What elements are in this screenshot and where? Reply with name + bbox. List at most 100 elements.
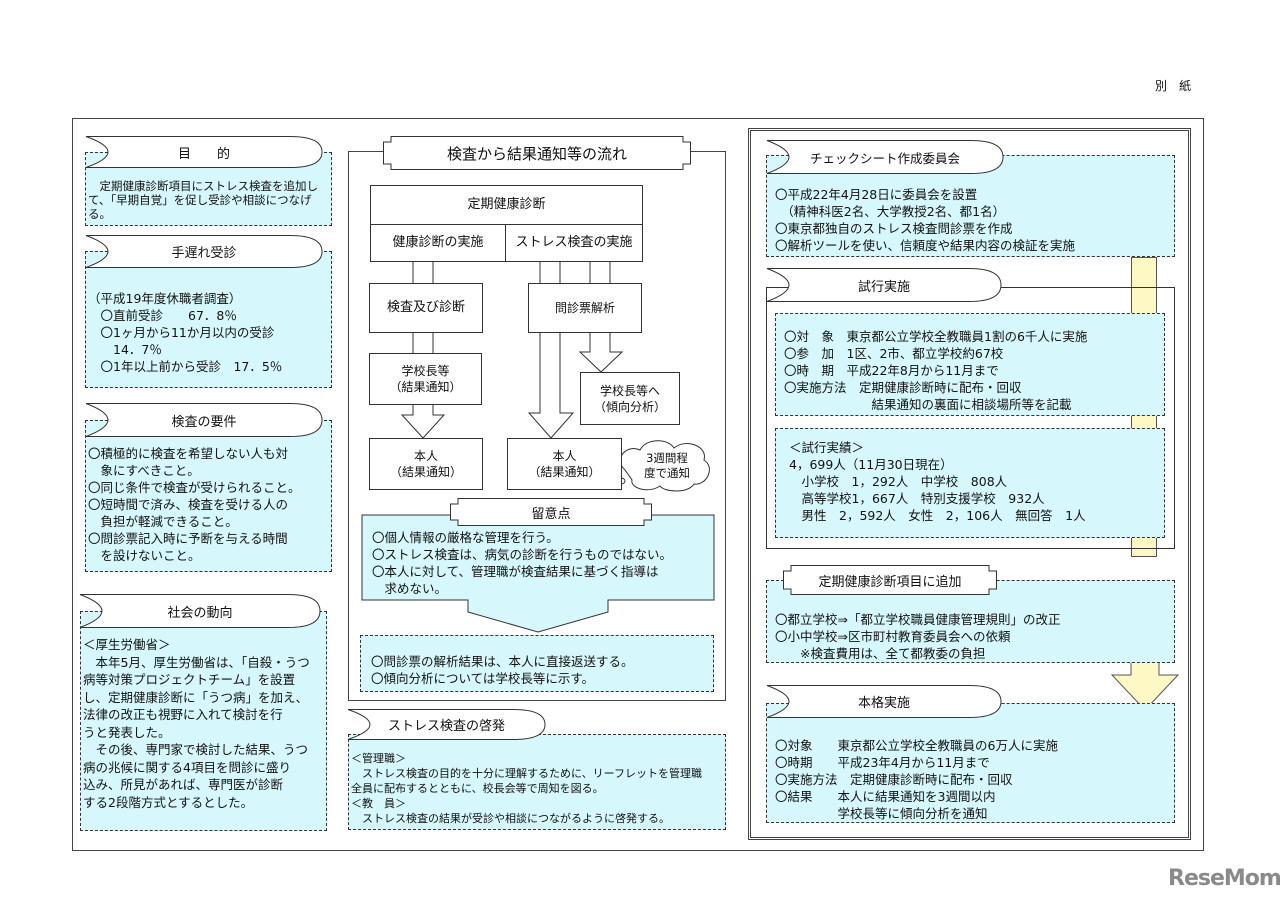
health-exam-label: 健康診断の実施 <box>392 235 484 250</box>
principal-label: 学校長等 <box>401 364 450 378</box>
purpose-title: 目 的 <box>177 146 230 162</box>
text-line: 〇1ヶ月から11か月以内の受診 <box>88 325 275 340</box>
text-line: を設けないこと。 <box>88 548 201 563</box>
text-line: 〇問診票の解析結果は、本人に直接返送する。 <box>371 654 634 669</box>
text-line: 〇東京都独自のストレス検査問診票を作成 <box>775 221 1013 236</box>
tab-shape <box>783 565 997 595</box>
text-line: ＜厚生労働省＞ <box>83 637 171 652</box>
text-block: 〇平成22年4月28日に委員会を設置 （精神科医2名、大学教授2名、都1名） 〇東… <box>775 186 1075 254</box>
text-block: （平成19年度休職者調査） 〇直前受診 67．8％ 〇1ヶ月から11か月以内の受… <box>88 290 282 375</box>
attachment-label: 別 紙 <box>1155 79 1192 93</box>
awareness-tab: ストレス検査の啓発 <box>347 709 546 740</box>
text-block: 〇対 象 東京都公立学校全教職員1割の6千人に実施〇参 加 1区、2市、都立学校… <box>784 328 1087 413</box>
text-block: 〇都立学校⇒「都立学校職員健康管理規則」の改正〇小中学校⇒区市町村教育委員会への… <box>775 611 1060 662</box>
self-result-box-2: 本人 （結果通知） <box>507 438 622 490</box>
requirements-tab: 検査の要件 <box>85 403 323 437</box>
tab-shape <box>347 709 546 740</box>
exam-diagnosis-label: 検査及び診断 <box>386 300 465 315</box>
text-line: 〇時 期 平成22年8月から11月まで <box>784 363 999 378</box>
trial-title: 試行実施 <box>857 279 910 295</box>
tab-shape <box>766 685 1002 718</box>
text-block: 〇対象 東京都公立学校全教職員の6万人に実施〇時期 平成23年4月から11月まで… <box>775 737 1058 822</box>
text-line: する2段階方式とするとした。 <box>83 794 254 810</box>
trial-tab: 試行実施 <box>766 268 1002 302</box>
resemom-logo: ReseMom <box>1168 866 1280 891</box>
tab-shape <box>383 136 691 170</box>
text-line: 〇実施方法 定期健康診断時に配布・回収 <box>775 772 1013 787</box>
tab-shape <box>85 403 323 437</box>
text-line: 〇個人情報の厳格な管理を行う。 <box>372 530 559 545</box>
text-line: ＜試行実績＞ <box>789 440 865 455</box>
self-result-box-1: 本人（結果通知） <box>369 438 483 490</box>
text-line: うと発表した。 <box>83 724 171 740</box>
text-block: 定期健康診断項目にストレス検査を追加して、「早期自覚」を促し受診や相談につなげる… <box>88 179 318 221</box>
text-line: 病等対策プロジェクトチーム」を設置 <box>83 672 296 687</box>
late-visit-title: 手遅れ受診 <box>171 246 237 261</box>
tab-shape <box>766 140 1004 174</box>
committee-tab: チェックシート作成委員会 <box>766 140 1004 174</box>
purpose-tab: 目 的 <box>85 136 323 168</box>
text-line: 〇対象 東京都公立学校全教職員の6万人に実施 <box>775 738 1058 753</box>
text-line: 〇本人に対して、管理職が検査結果に基づく指導は <box>372 564 659 579</box>
arrow-down-icon <box>400 405 446 439</box>
addition-tab: 定期健康診断項目に追加 <box>783 565 997 595</box>
trends-box: ＜厚生労働省＞ 本年5月、厚生労働省は、「自殺・うつ病等対策プロジェクトチーム」… <box>80 611 327 831</box>
late-visit-tab: 手遅れ受診 <box>85 235 323 268</box>
trends-title: 社会の動向 <box>167 605 233 621</box>
text-line: 〇参 加 1区、2市、都立学校約67校 <box>784 346 1004 361</box>
text-line: （精神科医2名、大学教授2名、都1名） <box>775 204 1006 219</box>
trial-plan-box: 〇対 象 東京都公立学校全教職員1割の6千人に実施〇参 加 1区、2市、都立学校… <box>775 313 1165 416</box>
principal-label: 学校長等へ <box>599 383 660 398</box>
questionnaire-box: 問診票解析 <box>528 283 642 333</box>
text-line: 本年5月、厚生労働省は、「自殺・うつ <box>83 654 310 670</box>
text-block: ＜厚生労働省＞ 本年5月、厚生労働省は、「自殺・うつ病等対策プロジェクトチーム」… <box>83 636 310 811</box>
text-block: 〇積極的に検査を希望しない人も対 象にすべきこと。〇同じ条件で検査が受けられるこ… <box>88 445 301 564</box>
text-line: その後、専門家で検討した結果、うつ <box>83 742 309 757</box>
tab-shape <box>79 594 321 628</box>
trial-results-box: ＜試行実績＞4，699人（11月30日現在） 小学校 1，292人 中学校 80… <box>775 428 1165 538</box>
text-line: 〇実施方法 定期健康診断時に配布・回収 <box>784 380 1022 395</box>
full-implementation-tab: 本格実施 <box>766 685 1002 718</box>
awareness-title: ストレス検査の啓発 <box>387 719 505 734</box>
text-line: し、定期健康診断に「うつ病」を加え、 <box>83 689 309 705</box>
text-line: 〇時期 平成23年4月から11月まで <box>775 755 990 770</box>
principal-trend-box: 学校長等へ（傾向分析） <box>580 372 680 425</box>
text-line: ※検査費用は、全て都教委の負担 <box>775 646 986 661</box>
addition-title: 定期健康診断項目に追加 <box>818 574 962 590</box>
arrow-down-icon <box>527 333 575 439</box>
notes-tab: 留意点 <box>450 498 652 526</box>
tab-shape <box>450 498 652 526</box>
text-line: ＜管理職＞ <box>351 752 406 765</box>
text-line: 4，699人（11月30日現在） <box>789 457 953 472</box>
speech-cloud-icon <box>619 440 710 492</box>
text-line: 〇平成22年4月28日に委員会を設置 <box>775 187 978 202</box>
self-label: 本人 <box>552 449 577 463</box>
health-exam-box: 健康診断の実施 <box>370 224 506 262</box>
exam-diagnosis-box: 検査及び診断 <box>369 283 483 333</box>
text-line: 〇ストレス検査は、病気の診断を行うものではない。 <box>372 547 673 562</box>
cloud-text: 3週間程度で通知 <box>632 448 702 484</box>
text-line: 男性 2，592人 女性 2，106人 無回答 1人 <box>789 508 1086 523</box>
right-frame <box>748 128 1191 840</box>
text-line: （平成19年度休職者調査） <box>88 291 242 306</box>
stress-exam-label: ストレス検査の実施 <box>515 235 633 250</box>
text-line: 〇積極的に検査を希望しない人も対 <box>88 446 289 461</box>
text-line: 〇解析ツールを使い、信頼度や結果内容の検証を実施 <box>775 238 1076 253</box>
result-box: 〇問診票の解析結果は、本人に直接返送する。〇傾向分析については学校長等に示す。 <box>360 635 714 692</box>
notes-arrow-shape <box>361 514 715 633</box>
text-line: 込み、所見があれば、専門医が診断 <box>83 777 284 792</box>
text-line: 求めない。 <box>372 581 448 596</box>
trends-tab: 社会の動向 <box>79 594 321 628</box>
awareness-box: ＜管理職＞ ストレス検査の目的を十分に理解するために、リーフレットを管理職全員に… <box>348 734 726 830</box>
text-line: 定期健康診断項目にストレス検査を追加し <box>88 179 318 193</box>
cloud-line: 度で通知 <box>644 466 690 480</box>
text-line: 〇問診票記入時に予断を与える時間 <box>88 531 288 546</box>
text-line: 象にすべきこと。 <box>88 463 200 478</box>
arrow-down-icon <box>578 333 624 373</box>
text-line: 法律の改正も視野に入れて検討を行 <box>83 707 283 722</box>
self-sub-label: （結果通知） <box>528 465 601 479</box>
text-line: 〇傾向分析については学校長等に示す。 <box>371 671 595 686</box>
outer-frame <box>72 118 1204 851</box>
committee-title: チェックシート作成委員会 <box>809 150 960 166</box>
